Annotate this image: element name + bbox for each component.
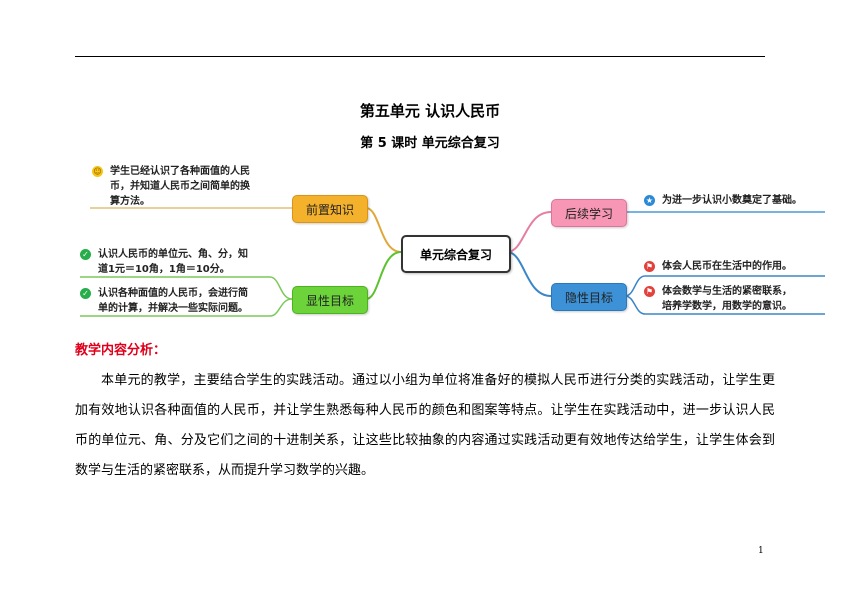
connector-explicit xyxy=(365,251,402,300)
leaf-line: 体会数学与生活的紧密联系， xyxy=(662,286,792,297)
analysis-paragraph: 本单元的教学，主要结合学生的实践活动。通过以小组为单位将准备好的模拟人民币进行分… xyxy=(75,373,775,478)
flag-icon: ⚑ xyxy=(644,261,655,272)
leaf-prior-knowledge: ☺ 学生已经认识了各种面值的人民 币，并知道人民币之间简单的换 算方法。 xyxy=(92,164,282,210)
leaf-line: 为进一步认识小数奠定了基础。 xyxy=(662,195,802,206)
flag-icon: ⚑ xyxy=(644,286,655,297)
leaf-line: 算方法。 xyxy=(110,196,150,207)
branch-prior-knowledge: 前置知识 xyxy=(292,195,368,223)
connector-follow xyxy=(506,211,552,253)
leaf-implicit-goal-1: ⚑ 体会人民币在生活中的作用。 xyxy=(644,259,834,275)
mind-map: 单元综合复习 前置知识 显性目标 后续学习 隐性目标 ☺ 学生已经认识了各种面值… xyxy=(80,158,825,320)
leaf-implicit-goal-2: ⚑ 体会数学与生活的紧密联系， 培养学数学，用数学的意识。 xyxy=(644,284,834,314)
center-node: 单元综合复习 xyxy=(401,235,511,273)
branch-follow-up: 后续学习 xyxy=(551,199,627,227)
leaf-line: 认识人民币的单位元、角、分，知 xyxy=(98,249,248,260)
leaf-line: 币，并知道人民币之间简单的换 xyxy=(110,181,250,192)
unit-title: 第五单元 认识人民币 xyxy=(359,102,501,120)
leaf-follow-up: ★ 为进一步认识小数奠定了基础。 xyxy=(644,193,834,209)
leaf-line: 单的计算，并解决一些实际问题。 xyxy=(98,303,248,314)
connector-explicit-leaf2 xyxy=(80,298,293,317)
leaf-line: 认识各种面值的人民币，会进行简 xyxy=(98,288,248,299)
page-number: 1 xyxy=(758,546,764,556)
check-icon: ✓ xyxy=(80,288,91,299)
leaf-explicit-goal-2: ✓ 认识各种面值的人民币，会进行简 单的计算，并解决一些实际问题。 xyxy=(80,286,270,316)
smile-icon: ☺ xyxy=(92,166,103,177)
connector-explicit-leaf1 xyxy=(80,276,293,300)
connector-implicit-leaf2 xyxy=(624,295,825,315)
leaf-line: 道1元＝10角，1角＝10分。 xyxy=(98,264,230,275)
branch-explicit-goals: 显性目标 xyxy=(292,286,368,314)
star-icon: ★ xyxy=(644,195,655,206)
leaf-line: 学生已经认识了各种面值的人民 xyxy=(110,166,250,177)
branch-implicit-goals: 隐性目标 xyxy=(551,283,627,311)
leaf-line: 体会人民币在生活中的作用。 xyxy=(662,261,792,272)
connector-implicit-leaf1 xyxy=(624,275,825,297)
check-icon: ✓ xyxy=(80,249,91,260)
leaf-explicit-goal-1: ✓ 认识人民币的单位元、角、分，知 道1元＝10角，1角＝10分。 xyxy=(80,247,270,277)
connector-prior xyxy=(365,207,402,253)
section-heading: 教学内容分析： xyxy=(75,343,167,358)
header-rule xyxy=(75,56,765,57)
lesson-title: 第 5 课时 单元综合复习 xyxy=(360,136,500,151)
leaf-line: 培养学数学，用数学的意识。 xyxy=(662,301,792,312)
mind-map-connectors xyxy=(80,207,825,317)
connector-implicit xyxy=(506,251,552,297)
